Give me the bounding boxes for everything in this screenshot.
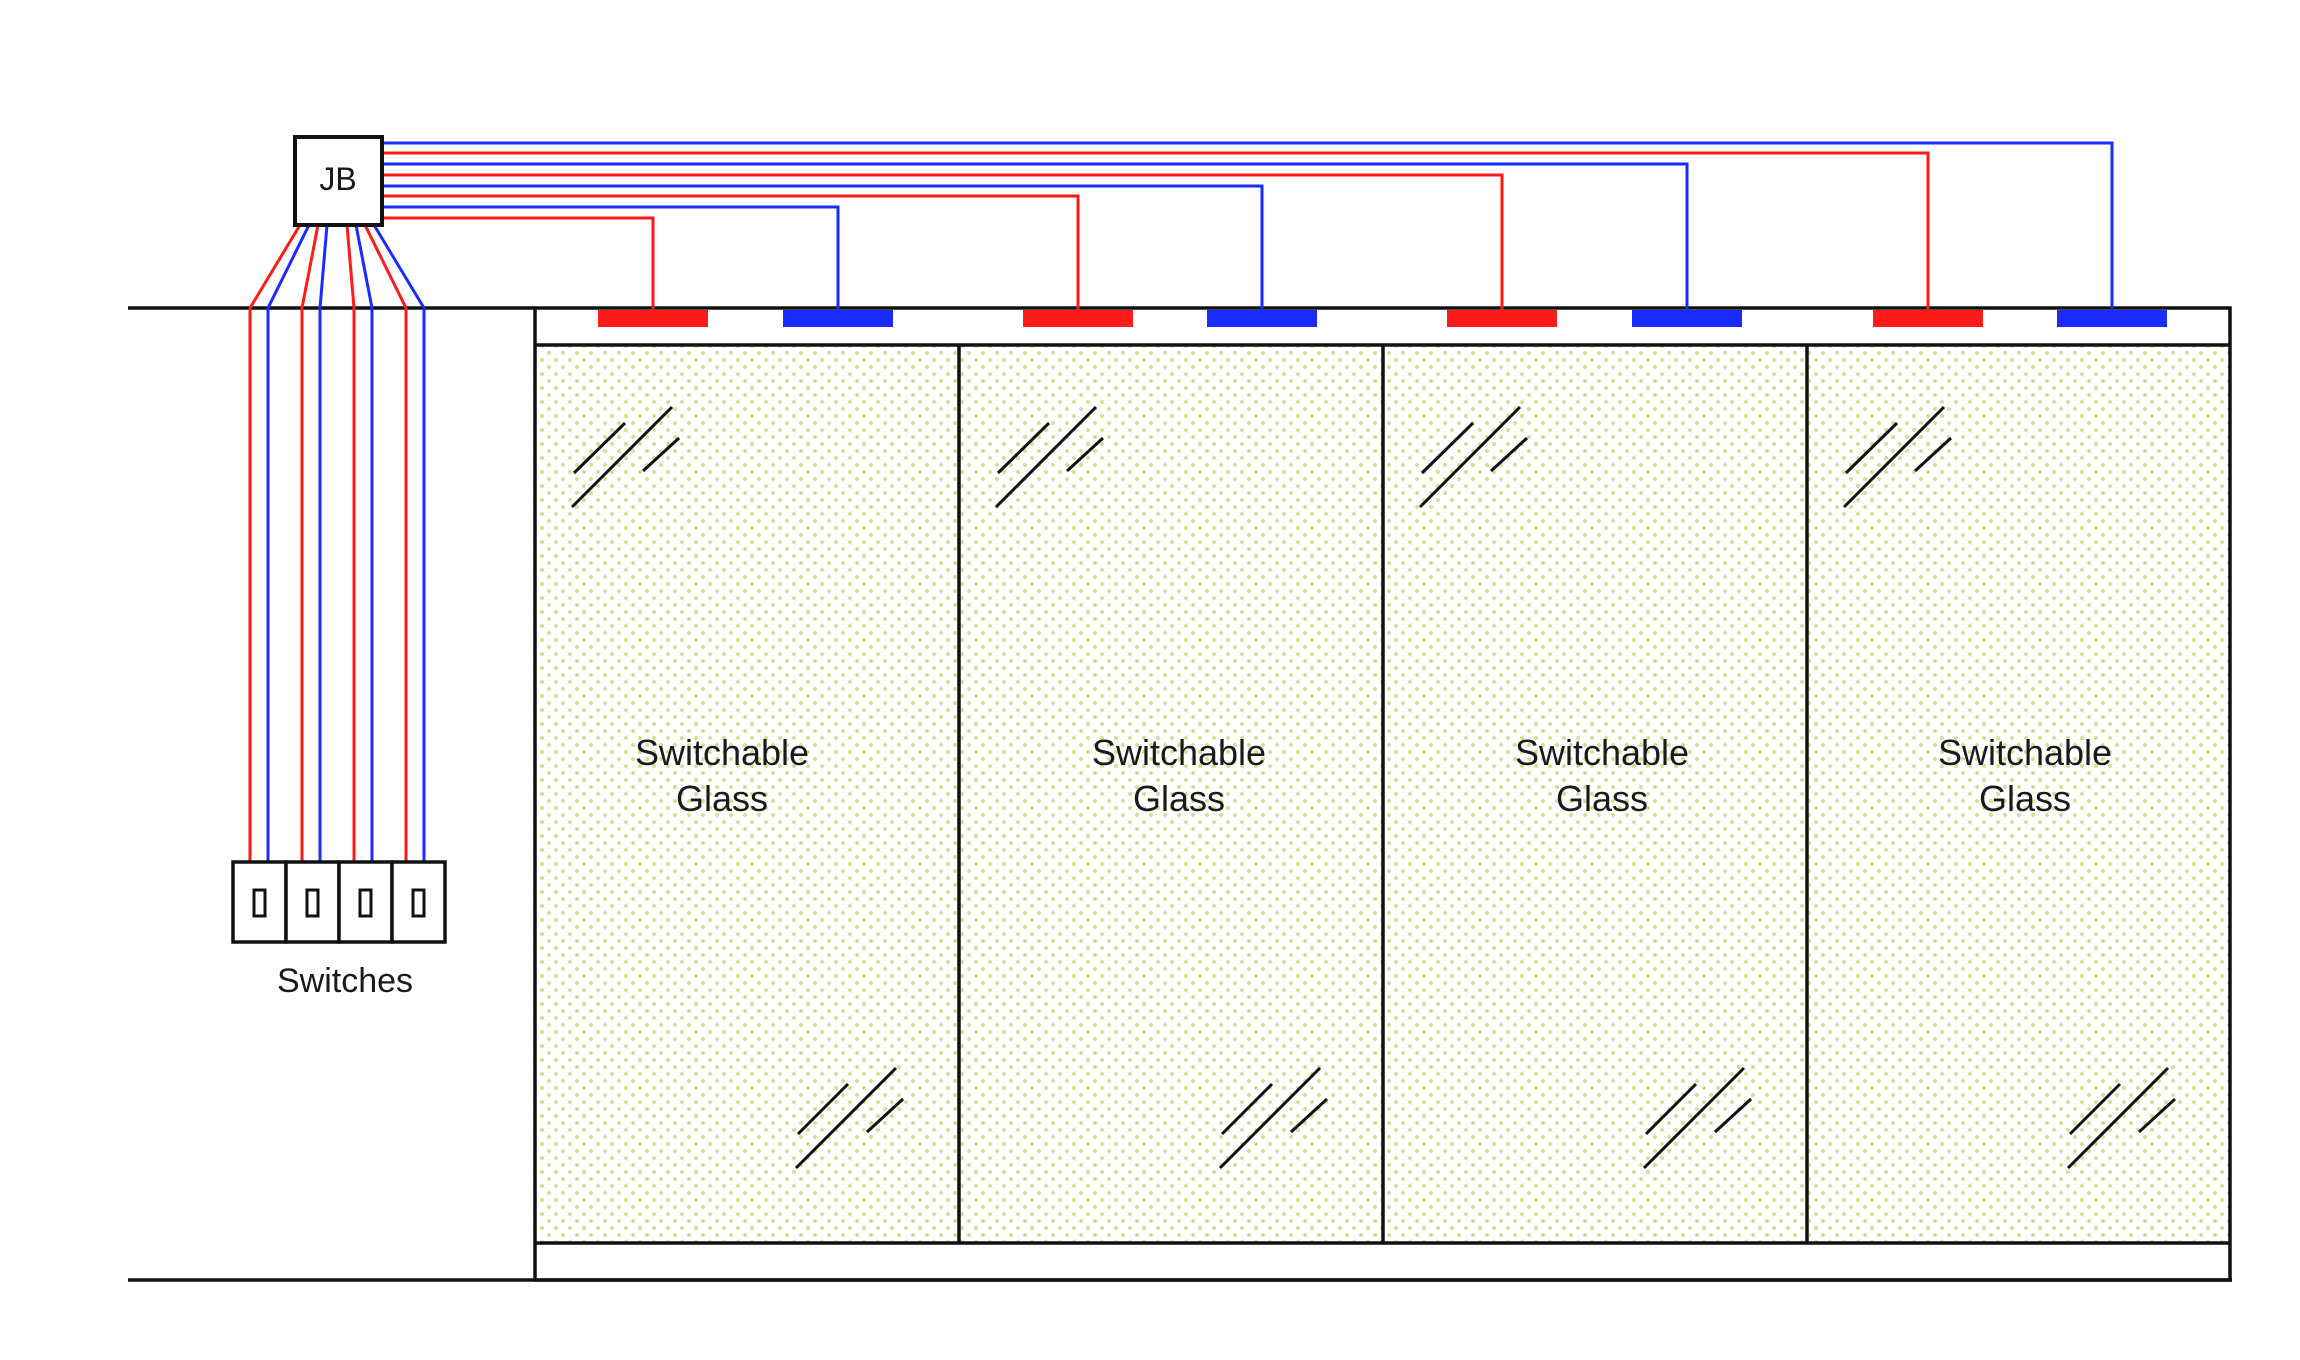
wire-negative-panel-4 bbox=[382, 141, 2114, 310]
switch-3[interactable] bbox=[337, 860, 394, 944]
switch-wire-3 bbox=[300, 224, 320, 862]
reflection-marks-panel-2 bbox=[994, 405, 1329, 1170]
wall-frame bbox=[533, 306, 2232, 1282]
switch-wire-6 bbox=[354, 224, 374, 862]
reflection-marks-panel-3 bbox=[1418, 405, 1753, 1170]
glass-reflections bbox=[570, 405, 2177, 1170]
panel-connectors bbox=[598, 310, 2167, 327]
reflection-marks-panel-1 bbox=[570, 405, 905, 1170]
panel-wiring bbox=[382, 141, 2114, 310]
switch-4[interactable] bbox=[390, 860, 447, 944]
connector-positive-4 bbox=[1873, 310, 1983, 327]
glass-wall bbox=[533, 306, 2232, 1282]
switch-wire-2 bbox=[266, 224, 311, 862]
switch-2[interactable] bbox=[284, 860, 341, 944]
switch-wire-7 bbox=[363, 224, 408, 862]
wire-negative-panel-3 bbox=[382, 162, 1689, 310]
junction-box: JB bbox=[293, 135, 384, 227]
switch-1-toggle bbox=[252, 888, 267, 918]
wire-positive-panel-4 bbox=[382, 151, 1930, 310]
connector-positive-3 bbox=[1447, 310, 1557, 327]
switch-wire-8 bbox=[372, 224, 426, 862]
reflection-marks-panel-4 bbox=[1842, 405, 2177, 1170]
connector-positive-2 bbox=[1023, 310, 1133, 327]
switch-4-toggle bbox=[411, 888, 426, 918]
connector-negative-3 bbox=[1632, 310, 1742, 327]
wire-positive-panel-2 bbox=[382, 194, 1080, 310]
switch-3-toggle bbox=[358, 888, 373, 918]
wire-positive-panel-1 bbox=[382, 216, 655, 310]
wire-negative-panel-2 bbox=[382, 184, 1264, 310]
connector-negative-1 bbox=[783, 310, 893, 327]
connector-negative-2 bbox=[1207, 310, 1317, 327]
switch-bank: Switches bbox=[231, 860, 447, 1000]
connector-negative-4 bbox=[2057, 310, 2167, 327]
switch-2-toggle bbox=[305, 888, 320, 918]
switch-wiring bbox=[248, 224, 426, 862]
wire-positive-panel-3 bbox=[382, 173, 1504, 310]
wire-negative-panel-1 bbox=[382, 205, 840, 310]
junction-box-label: JB bbox=[319, 161, 356, 197]
switch-wire-1 bbox=[248, 224, 302, 862]
connector-positive-1 bbox=[598, 310, 708, 327]
switch-wire-4 bbox=[318, 224, 329, 862]
switch-1[interactable] bbox=[231, 860, 288, 944]
switches-label: Switches bbox=[277, 962, 413, 1000]
switch-wire-5 bbox=[345, 224, 356, 862]
